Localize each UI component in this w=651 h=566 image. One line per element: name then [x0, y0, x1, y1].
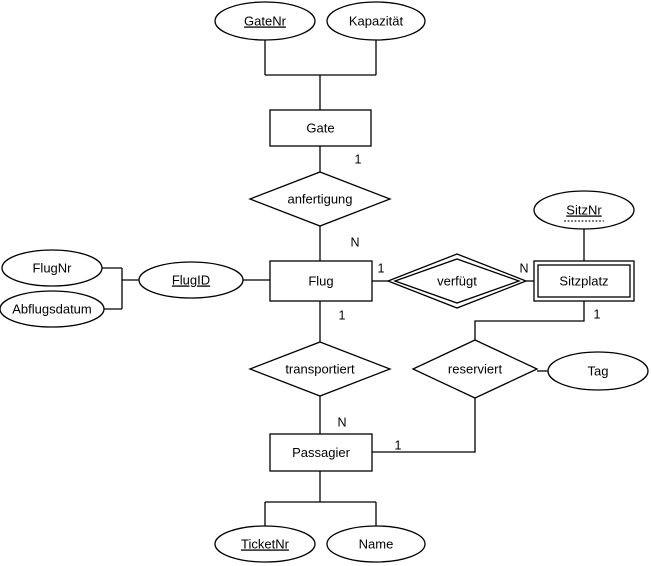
entity-passagier[interactable]: Passagier	[269, 433, 373, 472]
connector-passagier-to-reserviert	[372, 398, 476, 453]
attribute-ticketnr[interactable]: TicketNr	[214, 525, 316, 563]
entity-label-flug: Flug	[308, 273, 333, 288]
entity-gate[interactable]: Gate	[269, 109, 372, 147]
cardinality-transportiert-passagier: N	[337, 415, 346, 429]
attribute-label-flugid: FlugID	[172, 272, 210, 287]
attribute-label-name: Name	[359, 536, 394, 551]
cardinality-flug-verfuegt: 1	[378, 261, 385, 275]
attribute-gatenr[interactable]: GateNr	[214, 1, 316, 41]
attribute-label-gatenr: GateNr	[244, 13, 287, 28]
relationship-label-anfertigung: anfertigung	[287, 191, 352, 206]
attribute-flugid[interactable]: FlugID	[138, 261, 244, 299]
relationship-verfugt[interactable]: verfügt	[386, 253, 528, 309]
relationship-layer: anfertigung verfügt transportiert reservier…	[248, 171, 539, 399]
entity-label-gate: Gate	[306, 120, 334, 135]
attribute-sitznr[interactable]: SitzNr	[533, 190, 635, 230]
attribute-abflugsdatum[interactable]: Abflugsdatum	[0, 290, 105, 328]
cardinality-anfertigung-flug: N	[350, 235, 359, 249]
attribute-label-tag: Tag	[588, 363, 609, 378]
attribute-flugnr[interactable]: FlugNr	[1, 249, 103, 287]
attribute-kapazitat[interactable]: Kapazität	[326, 1, 426, 41]
attribute-tag[interactable]: Tag	[547, 351, 649, 391]
connector-sitzplatz-to-reserviert	[474, 301, 585, 340]
cardinality-verfuegt-sitzplatz: N	[519, 261, 528, 275]
cardinality-sitzplatz-reserviert: 1	[594, 307, 601, 321]
attribute-label-ticketnr: TicketNr	[241, 536, 290, 551]
cardinality-passagier-reserviert: 1	[395, 438, 402, 452]
attribute-label-sitznr: SitzNr	[566, 202, 602, 217]
attribute-label-abflugsdatum: Abflugsdatum	[12, 301, 92, 316]
relationship-transportiert[interactable]: transportiert	[248, 341, 392, 397]
relationship-label-verfugt: verfügt	[437, 273, 477, 288]
cardinality-flug-transportiert: 1	[339, 308, 346, 322]
relationship-label-transportiert: transportiert	[285, 361, 355, 376]
entity-label-sitzplatz: Sitzplatz	[559, 273, 608, 288]
relationship-anfertigung[interactable]: anfertigung	[248, 171, 392, 227]
relationship-reserviert[interactable]: reserviert	[411, 339, 539, 399]
entity-label-passagier: Passagier	[292, 445, 350, 460]
attribute-name[interactable]: Name	[326, 525, 426, 563]
cardinality-gate-anfertigung: 1	[355, 152, 362, 166]
attribute-label-flugnr: FlugNr	[32, 260, 72, 275]
relationship-label-reserviert: reserviert	[448, 361, 503, 376]
connector-layer	[102, 40, 585, 526]
entity-sitzplatz[interactable]: Sitzplatz	[533, 260, 635, 302]
attribute-label-kapazitat: Kapazität	[349, 13, 404, 28]
entity-flug[interactable]: Flug	[269, 260, 373, 302]
